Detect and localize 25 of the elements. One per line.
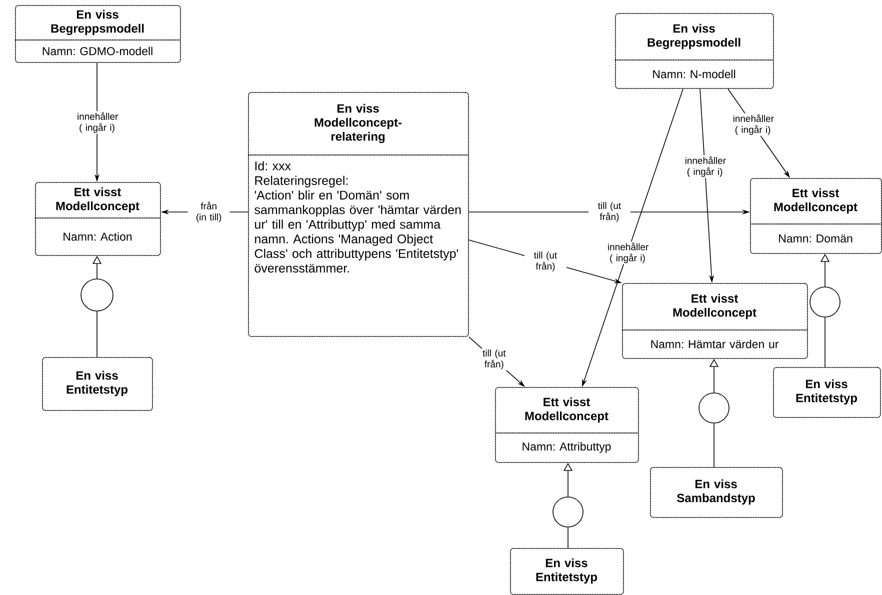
class-box: Ett visst Modellconcept Namn: Action	[34, 182, 161, 256]
class-box: En viss Entitetstyp	[773, 367, 881, 418]
edge-label: innehåller ( ingår i)	[732, 113, 774, 136]
class-box: En viss Begreppsmodell Namn: N-modell	[614, 13, 774, 89]
class-box: En viss Entitetstyp	[510, 548, 624, 595]
circle	[810, 286, 840, 318]
class-box: Ett visst Modellconcept Namn: Attributtyp	[494, 387, 639, 463]
edge-label: till (ut från)	[524, 250, 566, 272]
class-box: En viss Modellconcept-relatering Id: xxx Relateringsregel: 'Action' blir en 'Domän' som sammankopplas över 'hämtar värden ur' till en 'Attributtyp' med samma namn. Actions 'Managed Object Class' och attributtypens 'Entitetstyp' överensstämmer.	[248, 92, 469, 337]
class-box: Ett visst Modellconcept Namn: Hämtar värden ur	[622, 283, 808, 359]
class-box: Ett visst Modellconcept Namn: Domän	[750, 178, 882, 254]
edge-label: innehåller ( ingår i)	[684, 155, 726, 178]
circle	[552, 496, 584, 528]
edge-label: innehåller ( ingår i)	[606, 242, 648, 264]
edge-label: innehåller ( ingår i)	[76, 111, 118, 134]
class-box: En viss Begreppsmodell Namn: GDMO-modell	[14, 5, 181, 63]
edge-label: från (in till)	[188, 200, 230, 224]
connector-line	[824, 317, 826, 368]
circle	[80, 278, 114, 312]
edge-label: till (ut från)	[473, 348, 516, 370]
edge-label: till (ut från)	[588, 201, 630, 223]
connector-line	[96, 311, 98, 358]
class-box: En viss Sambandstyp	[650, 467, 783, 518]
class-box: En viss Entitetstyp	[42, 357, 153, 411]
circle	[698, 392, 730, 424]
